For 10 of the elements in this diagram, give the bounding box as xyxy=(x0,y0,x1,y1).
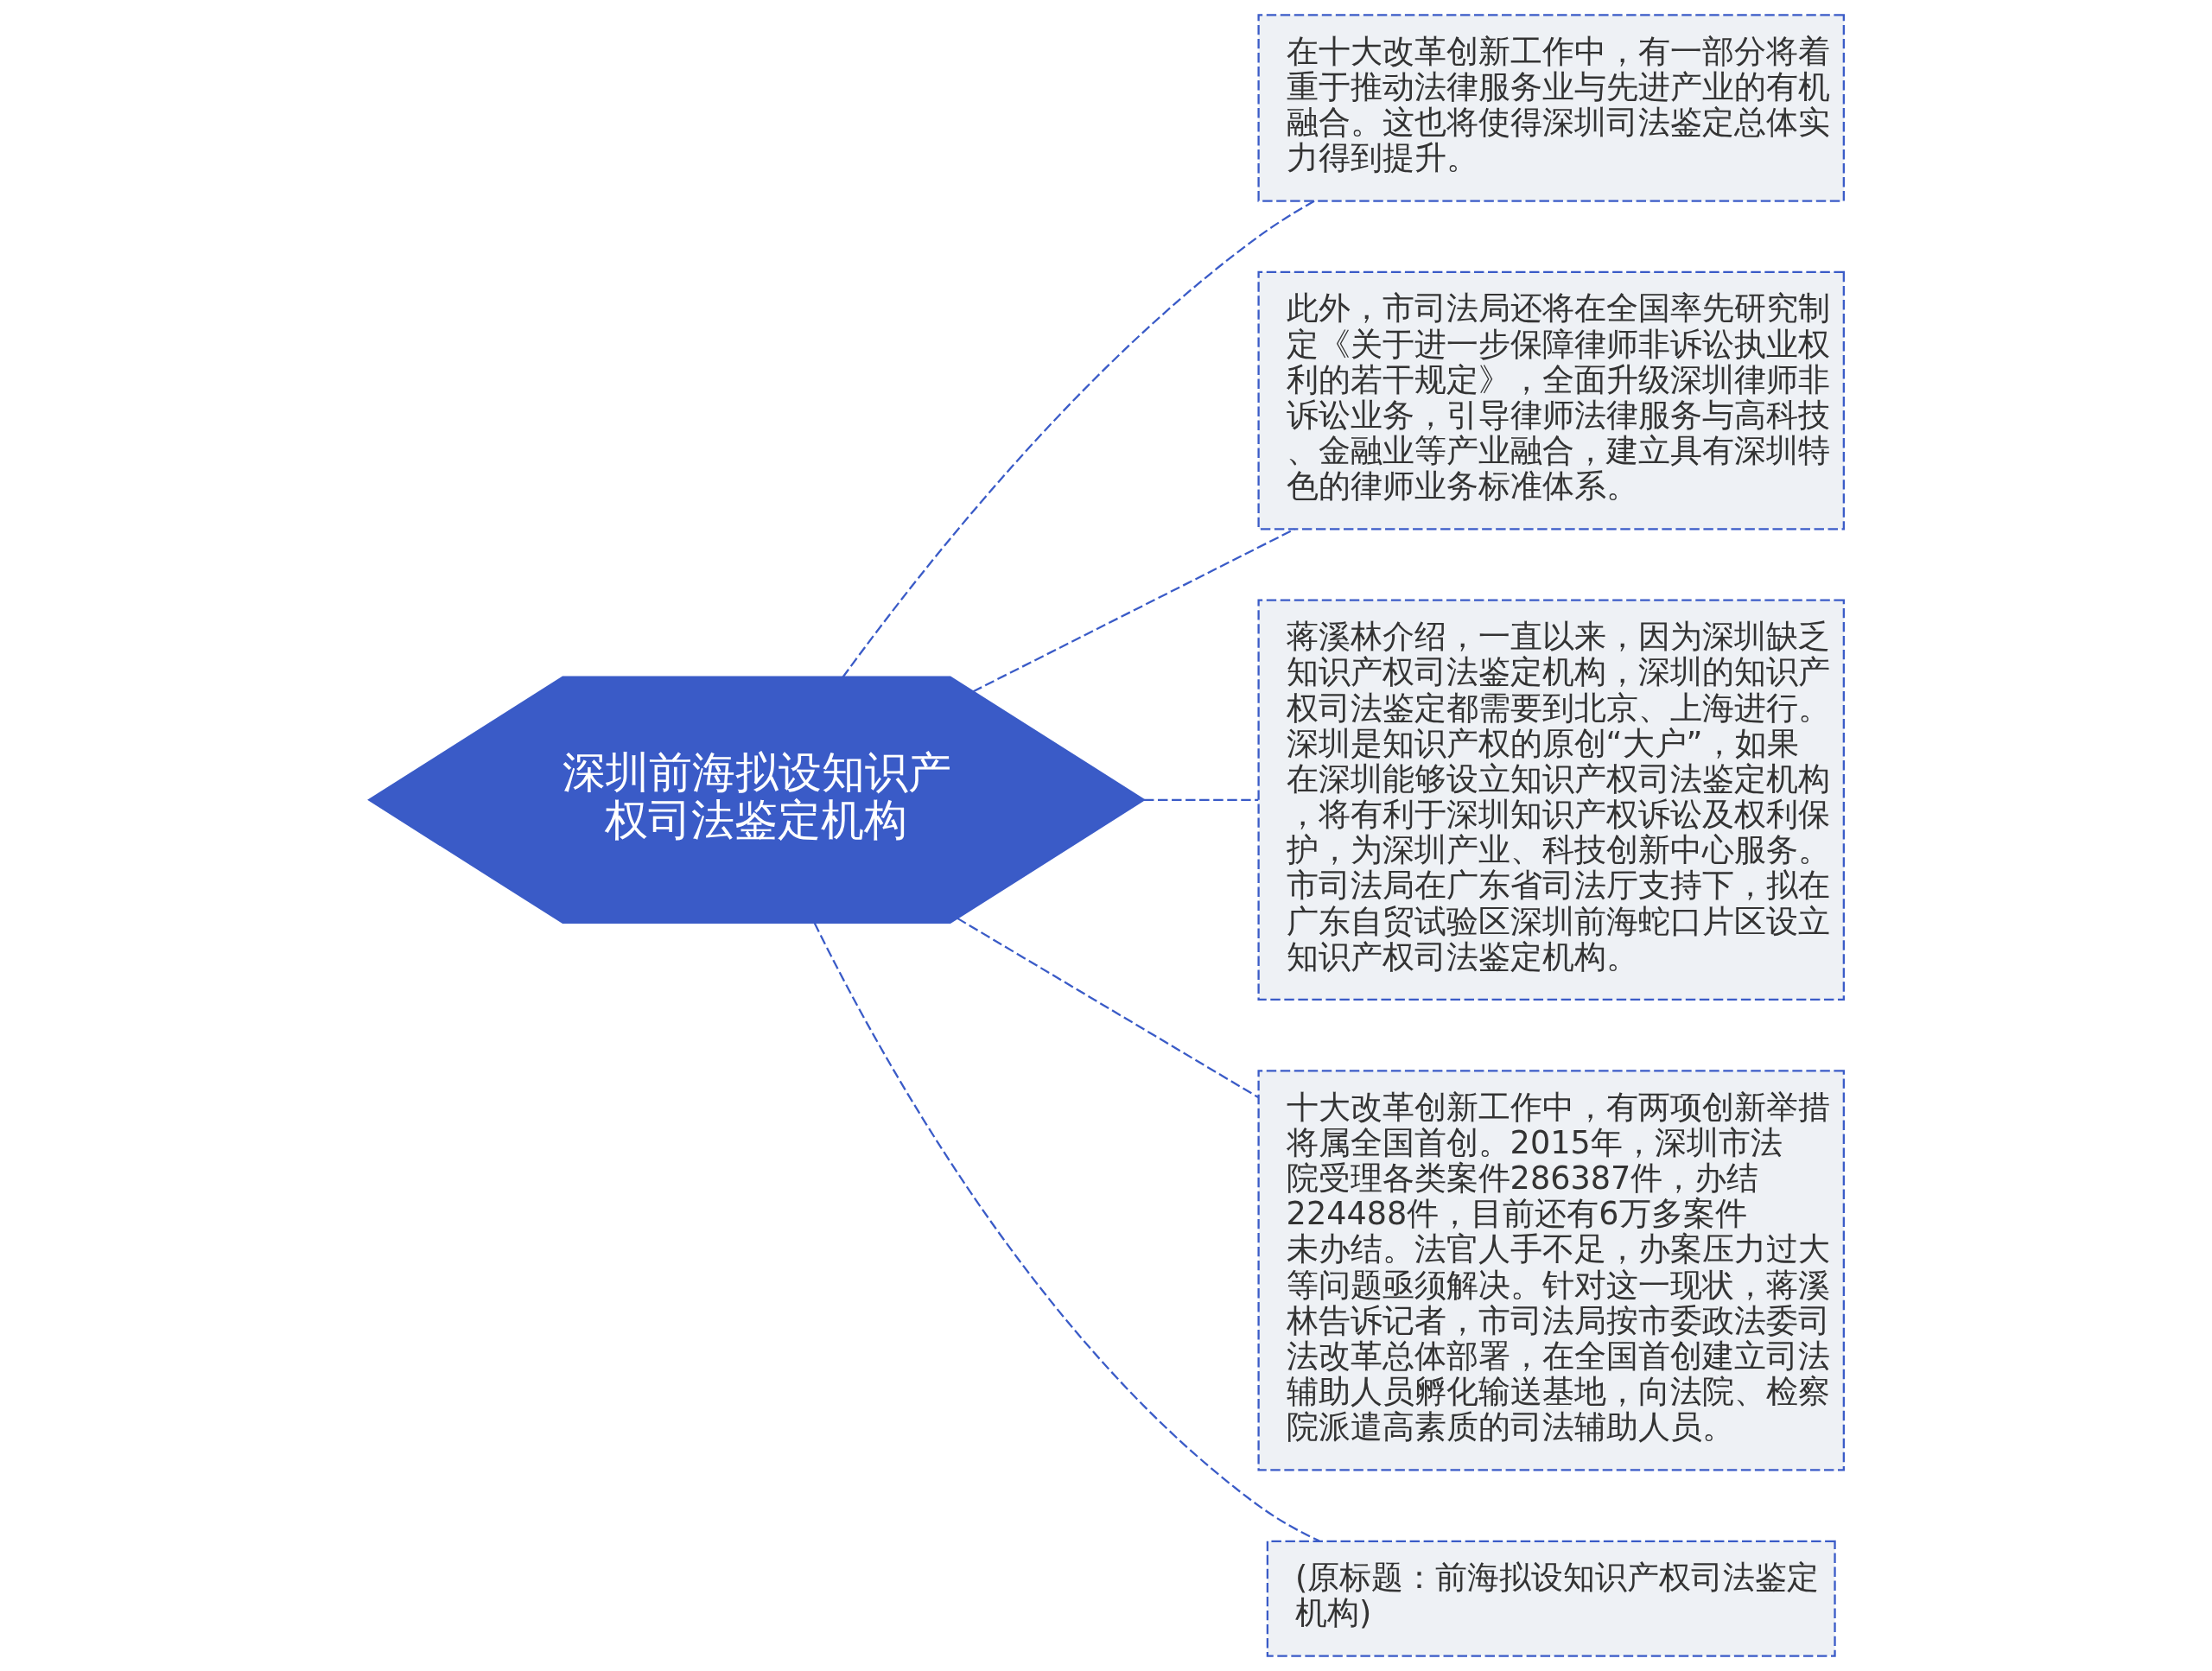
node-box: 十大改革创新工作中，有两项创新举措将属全国首创。2015年，深圳市法院受理各类案件286387件，办结224488件，目前还有6万多案件未办结。法官人手不足，办案压力过大等问题亟须解决。针对这一现状，蒋溪林告诉记者，市司法局按市委政法委司法改革总体部署，在全国首创建立司法辅助人员孵化输送基地，向法院、检察院派遣高素质的司法辅助人员。 xyxy=(1256,1070,1845,1471)
node-box: 蒋溪林介绍，一直以来，因为深圳缺乏知识产权司法鉴定机构，深圳的知识产权司法鉴定都需要到北京、上海进行。深圳是知识产权的原创“大户”，如果在深圳能够设立知识产权司法鉴定机构，将有利于深圳知识产权诉讼及权利保护，为深圳产业、科技创新中心服务。市司法局在广东省司法厅支持下，拟在广东自贸试验区深圳前海蛇口片区设立知识产权司法鉴定机构。 xyxy=(1256,599,1845,1001)
node-box: 在十大改革创新工作中，有一部分将着重于推动法律服务业与先进产业的有机融合。这也将使得深圳司法鉴定总体实力得到提升。 xyxy=(1256,14,1845,202)
connector xyxy=(972,528,1295,693)
connector xyxy=(1143,798,1258,801)
connector xyxy=(957,917,1259,1098)
connector xyxy=(842,200,1315,678)
node-box: 此外，市司法局还将在全国率先研究制定《关于进一步保障律师非诉讼执业权利的若干规定》，全面升级深圳律师非诉讼业务，引导律师法律服务与高科技、金融业等产业融合，建立具有深圳特色的律师业务标准体系。 xyxy=(1256,270,1845,531)
node-box: (原标题：前海拟设知识产权司法鉴定机构) xyxy=(1266,1540,1836,1657)
connector xyxy=(813,923,1319,1542)
